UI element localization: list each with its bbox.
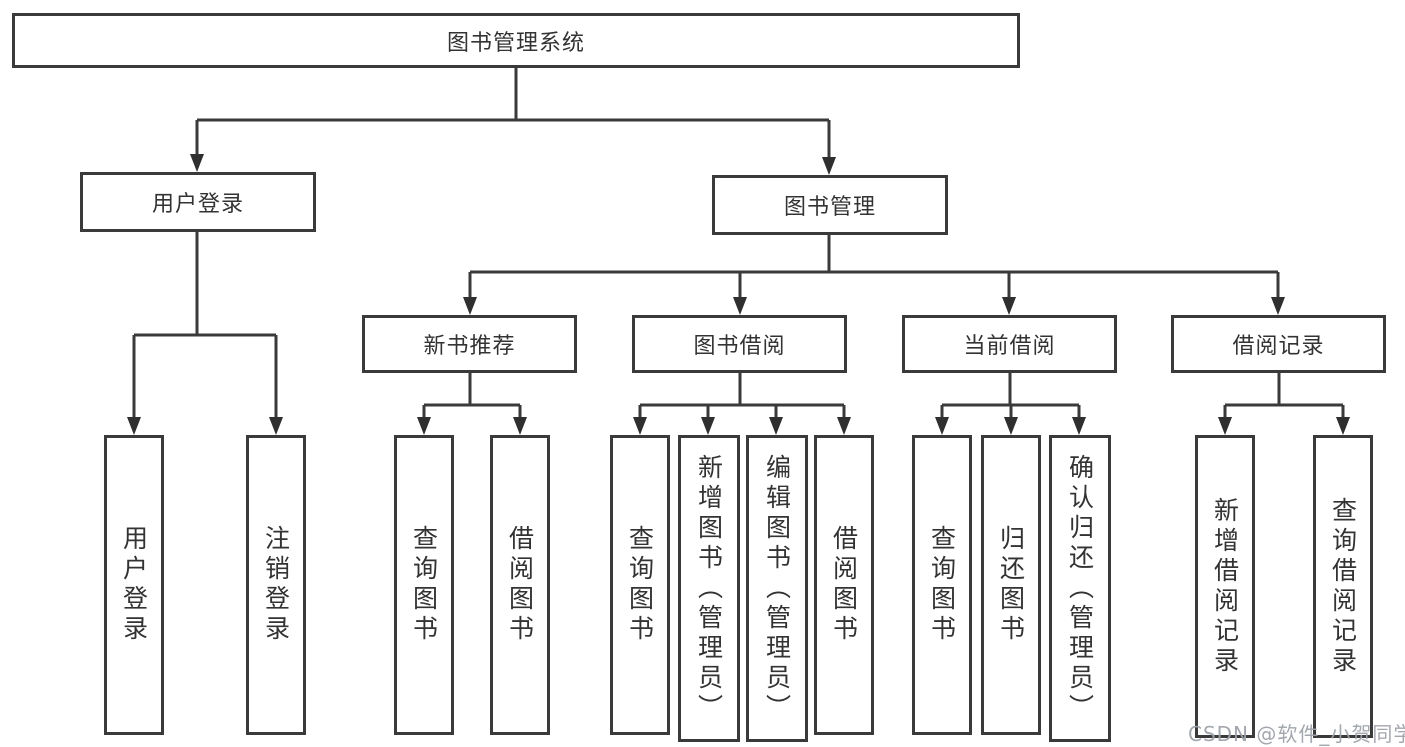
node-root-system: 图书管理系统 — [12, 13, 1020, 68]
arrowhead-cu2 — [1004, 417, 1018, 435]
leaf-newbook-query: 查询图书 — [394, 435, 454, 735]
arrowhead-rc1 — [1218, 417, 1232, 435]
arrowhead-leaf-user1 — [127, 417, 141, 435]
leaf-current-query: 查询图书 — [912, 435, 972, 735]
arrowhead-br4 — [837, 417, 851, 435]
leaf-record-query: 查询借阅记录 — [1313, 435, 1373, 738]
arrowhead-cu3 — [1072, 417, 1086, 435]
leaf-current-confirm-admin-label: 确认归还（管理员） — [1065, 453, 1095, 724]
node-user-login-label: 用户登录 — [151, 192, 244, 217]
arrowhead-nb1 — [417, 417, 431, 435]
arrowhead-rc2 — [1336, 417, 1350, 435]
leaf-borrow-query-label: 查询图书 — [625, 525, 655, 645]
leaf-current-confirm-admin: 确认归还（管理员） — [1049, 435, 1111, 742]
arrowhead-book-mgmt — [822, 157, 836, 175]
node-new-book-recommend-label: 新书推荐 — [423, 334, 516, 359]
leaf-record-query-label: 查询借阅记录 — [1328, 496, 1358, 677]
leaf-logout-label: 注销登录 — [261, 525, 291, 645]
arrowhead-user-login — [190, 154, 204, 172]
arrowhead-l3-4 — [1271, 297, 1285, 315]
leaf-user-login: 用户登录 — [104, 435, 164, 735]
leaf-user-login-label: 用户登录 — [119, 525, 149, 645]
node-book-management-label: 图书管理 — [783, 195, 876, 220]
node-current-borrowing: 当前借阅 — [902, 315, 1117, 373]
leaf-borrow-query: 查询图书 — [610, 435, 670, 735]
leaf-borrow-book: 借阅图书 — [814, 435, 874, 735]
leaf-current-return-label: 归还图书 — [996, 525, 1026, 645]
arrowhead-l3-1 — [463, 297, 477, 315]
arrowhead-br3 — [769, 417, 783, 435]
leaf-current-query-label: 查询图书 — [927, 525, 957, 645]
arrowhead-cu1 — [935, 417, 949, 435]
node-book-borrowing: 图书借阅 — [632, 315, 847, 373]
leaf-newbook-query-label: 查询图书 — [409, 525, 439, 645]
leaf-logout: 注销登录 — [246, 435, 306, 735]
node-book-management: 图书管理 — [712, 175, 948, 235]
leaf-borrow-add-admin: 新增图书（管理员） — [678, 435, 740, 742]
arrowhead-l3-2 — [733, 297, 747, 315]
leaf-borrow-book-label: 借阅图书 — [829, 525, 859, 645]
leaf-newbook-borrow: 借阅图书 — [490, 435, 550, 735]
leaf-current-return: 归还图书 — [981, 435, 1041, 735]
node-book-borrowing-label: 图书借阅 — [693, 334, 786, 359]
arrowhead-br2 — [701, 417, 715, 435]
node-borrowing-records-label: 借阅记录 — [1232, 334, 1325, 359]
node-user-login: 用户登录 — [80, 172, 316, 232]
watermark: CSDN @软件_小贺同学 — [1188, 722, 1405, 746]
arrowhead-l3-3 — [1002, 297, 1016, 315]
node-root-label: 图书管理系统 — [446, 30, 585, 56]
node-new-book-recommend: 新书推荐 — [362, 315, 577, 373]
leaf-record-add: 新增借阅记录 — [1195, 435, 1255, 738]
leaf-borrow-edit-admin: 编辑图书（管理员） — [746, 435, 808, 742]
leaf-borrow-edit-admin-label: 编辑图书（管理员） — [762, 453, 792, 724]
arrowhead-nb2 — [513, 417, 527, 435]
node-current-borrowing-label: 当前借阅 — [963, 334, 1056, 359]
leaf-newbook-borrow-label: 借阅图书 — [505, 525, 535, 645]
arrowhead-leaf-user2 — [269, 417, 283, 435]
node-borrowing-records: 借阅记录 — [1171, 315, 1386, 373]
leaf-borrow-add-admin-label: 新增图书（管理员） — [694, 453, 724, 724]
arrowhead-br1 — [633, 417, 647, 435]
leaf-record-add-label: 新增借阅记录 — [1210, 496, 1240, 677]
